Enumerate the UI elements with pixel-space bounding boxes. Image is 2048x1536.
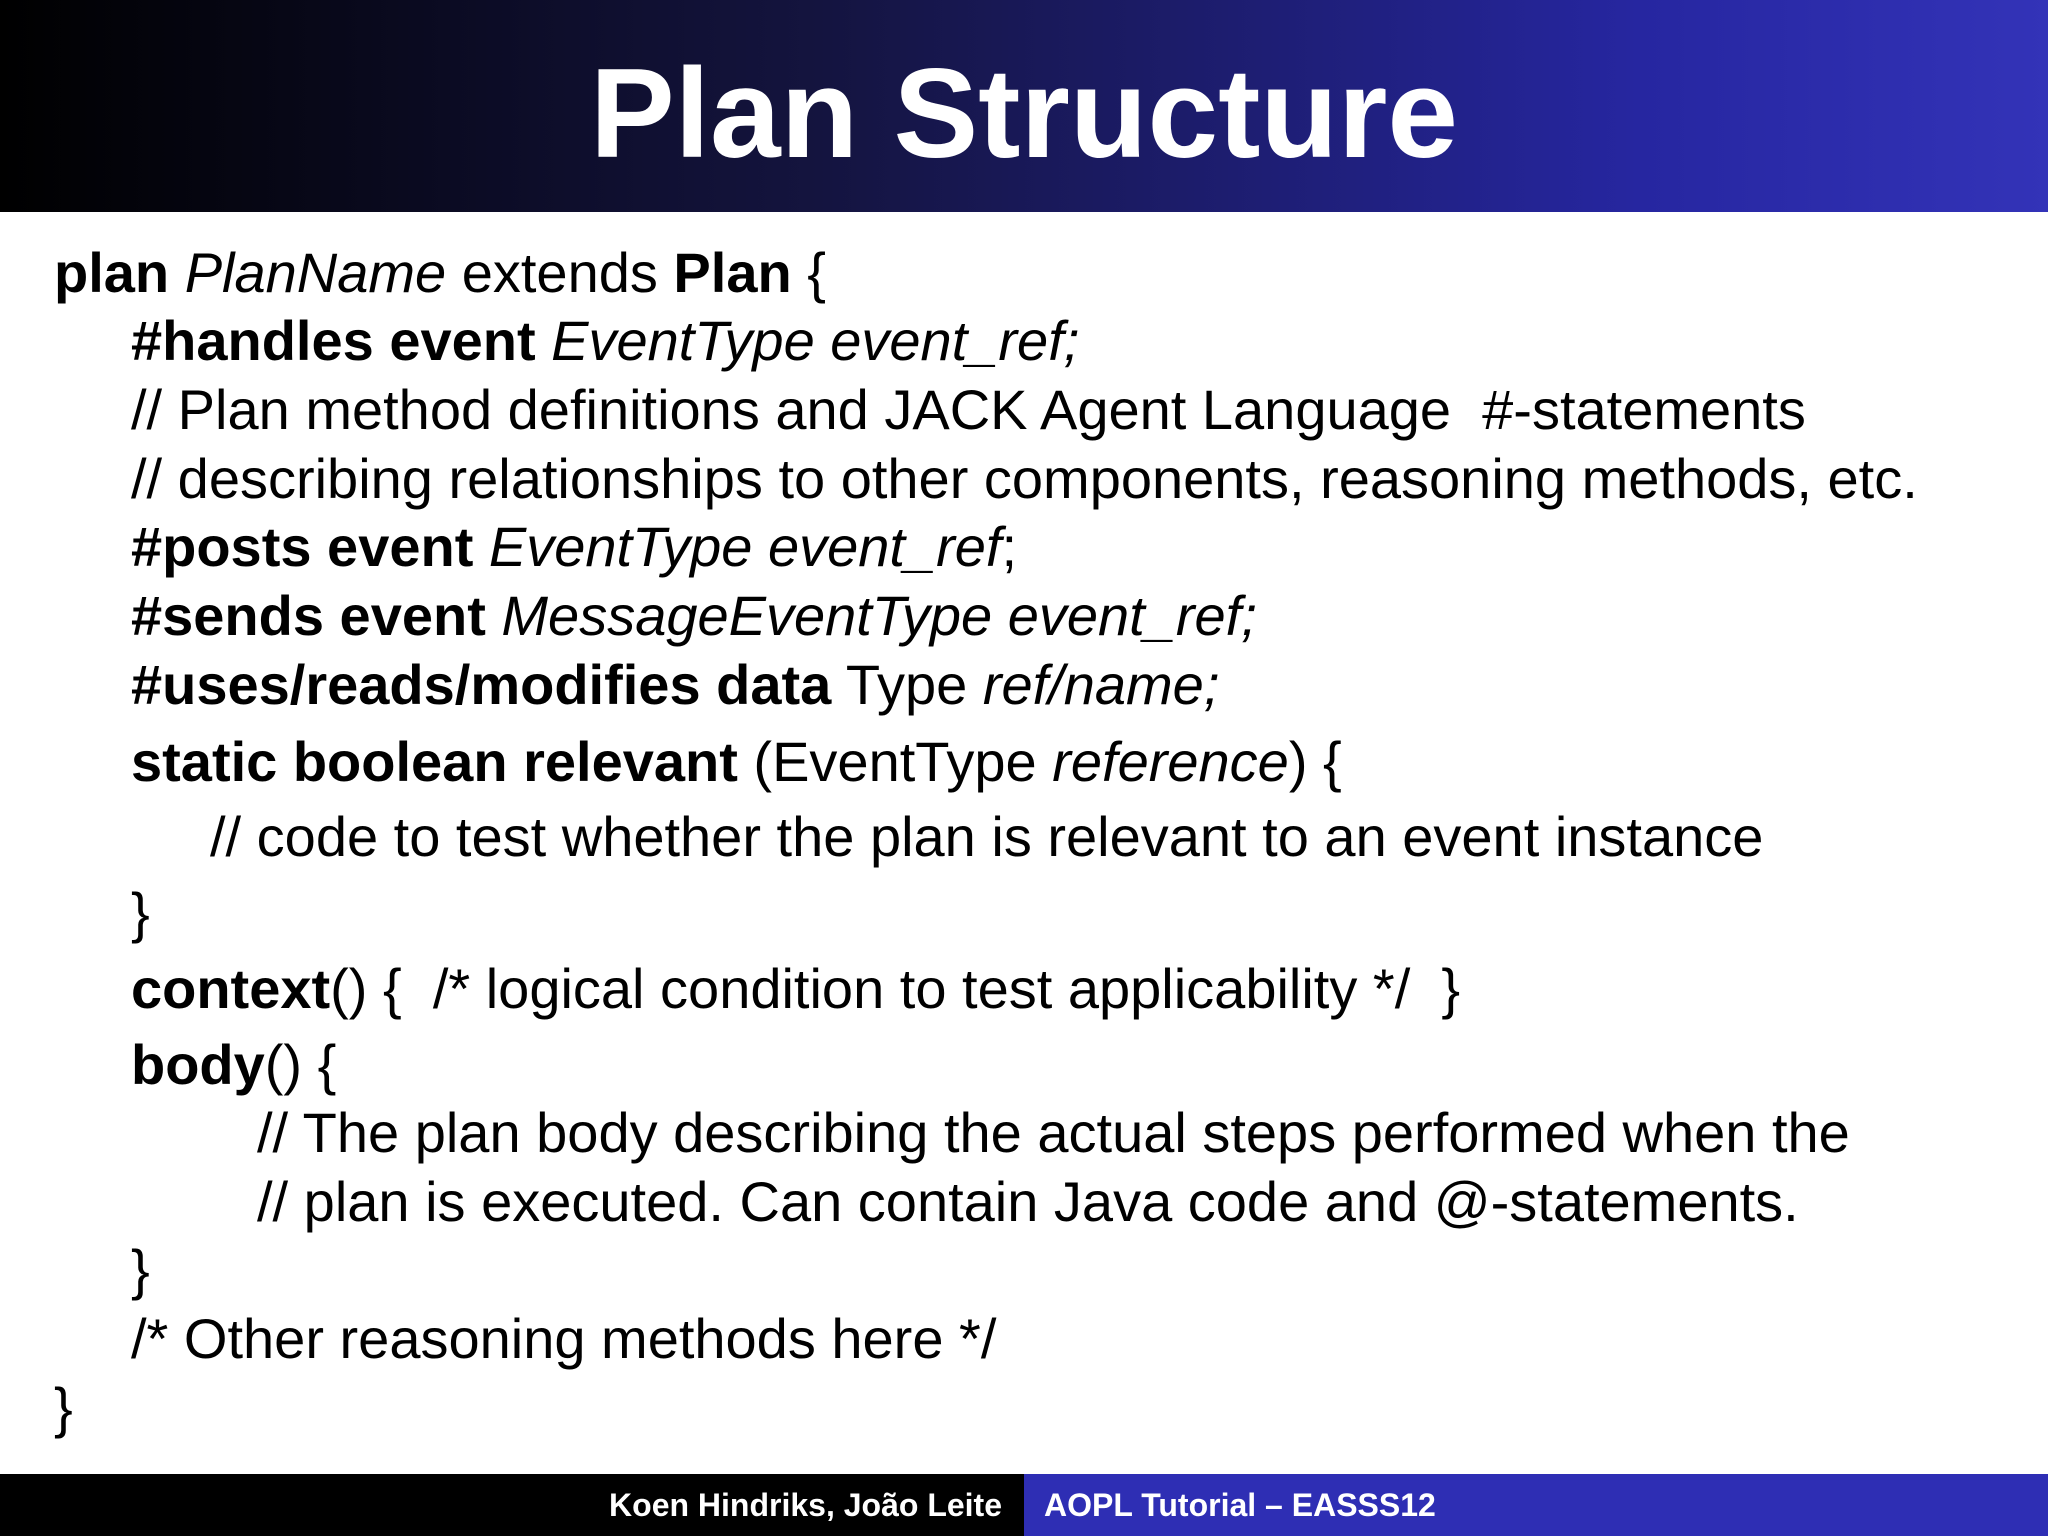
code-line-body-comment-1: // The plan body describing the actual s… <box>257 1101 1850 1164</box>
code-line-body: body() { <box>131 1032 336 1098</box>
keyword-body: body <box>131 1033 265 1096</box>
code-line-relevant: static boolean relevant (EventType refer… <box>131 729 1342 795</box>
slide-title: Plan Structure <box>589 42 1459 184</box>
uses-data-ref: ref/name; <box>982 653 1220 716</box>
code-line-comment-2: // describing relationships to other com… <box>131 447 1918 510</box>
keyword-handles-event: #handles event <box>131 309 536 372</box>
code-line-handles-event: #handles event EventType event_ref; <box>131 308 1079 374</box>
footer-event: AOPL Tutorial – EASSS12 <box>1044 1487 1436 1523</box>
open-brace: { <box>791 241 826 304</box>
sends-event-type: MessageEventType event_ref; <box>485 584 1257 647</box>
plan-name: PlanName <box>184 241 447 304</box>
relevant-open: (EventType <box>737 730 1053 793</box>
keyword-relevant: static boolean relevant <box>131 730 738 793</box>
keyword-sends-event: #sends event <box>131 584 486 647</box>
footer-event-panel: AOPL Tutorial – EASSS12 <box>1024 1474 2048 1536</box>
relevant-reference: reference <box>1052 730 1289 793</box>
code-line-other-methods: /* Other reasoning methods here */ <box>131 1307 997 1370</box>
footer-authors: Koen Hindriks, João Leite <box>609 1487 1002 1523</box>
body-rest: () { <box>264 1033 337 1096</box>
code-line-posts-event: #posts event EventType event_ref; <box>131 514 1017 580</box>
code-line-body-comment-2: // plan is executed. Can contain Java co… <box>257 1170 1799 1233</box>
code-line-relevant-comment: // code to test whether the plan is rele… <box>210 805 1764 868</box>
code-line-comment-1: // Plan method definitions and JACK Agen… <box>131 378 1806 441</box>
handles-event-type: EventType event_ref; <box>535 309 1080 372</box>
code-line-relevant-close: } <box>131 881 150 944</box>
code-block: plan PlanName extends Plan { #handles ev… <box>54 240 1918 1439</box>
keyword-posts-event: #posts event <box>131 515 474 578</box>
posts-semicolon: ; <box>1001 515 1018 578</box>
posts-event-type: EventType event_ref <box>473 515 1002 578</box>
keyword-context: context <box>131 957 331 1020</box>
context-rest: () { /* logical condition to test applic… <box>330 957 1461 1020</box>
uses-data-type: Type <box>831 653 983 716</box>
code-line-plan-close: } <box>54 1376 73 1439</box>
code-line-uses-data: #uses/reads/modifies data Type ref/name; <box>131 652 1219 718</box>
code-line-sends-event: #sends event MessageEventType event_ref; <box>131 583 1257 649</box>
code-line-context: context() { /* logical condition to test… <box>131 956 1460 1022</box>
relevant-close: ) { <box>1288 730 1342 793</box>
footer-bar: Koen Hindriks, João Leite AOPL Tutorial … <box>0 1474 2048 1536</box>
keyword-plan: plan <box>54 241 170 304</box>
code-line-body-close: } <box>131 1238 150 1301</box>
keyword-uses-data: #uses/reads/modifies data <box>131 653 832 716</box>
extends-text: extends <box>446 241 674 304</box>
code-line-plan-declaration: plan PlanName extends Plan { <box>54 240 826 306</box>
keyword-plan-class: Plan <box>673 241 792 304</box>
title-bar: Plan Structure <box>0 0 2048 212</box>
